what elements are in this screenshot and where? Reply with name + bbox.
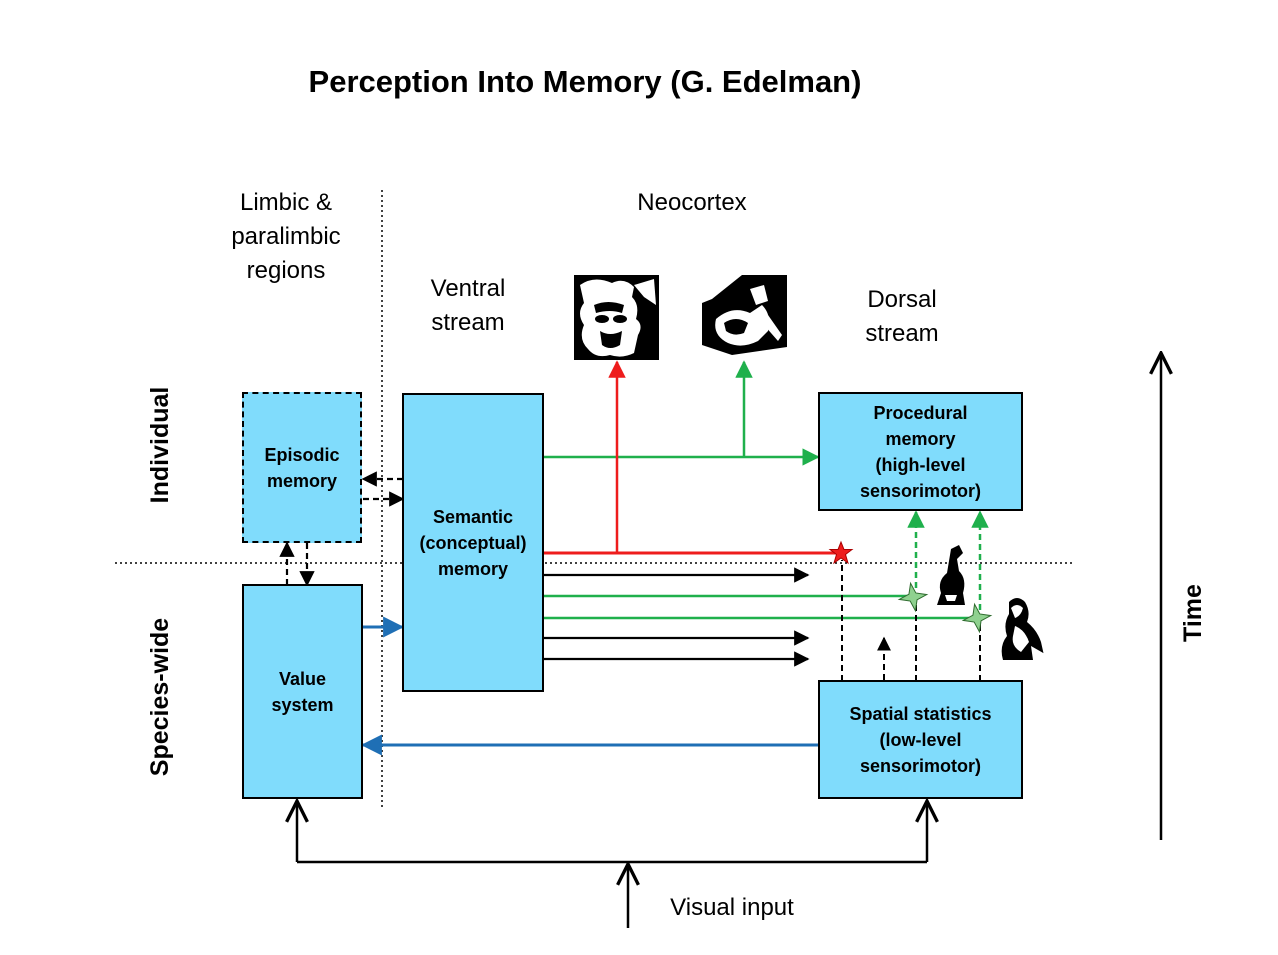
red-star-icon	[828, 540, 854, 565]
time-label: Time	[1179, 584, 1207, 642]
neocortex-label: Neocortex	[637, 189, 747, 216]
value-system-box: Value system	[242, 584, 363, 799]
procedural-memory-box: Procedural memory (high-level sensorimot…	[818, 392, 1023, 511]
face-photo-icon	[574, 275, 659, 360]
semantic-memory-box: Semantic (conceptual) memory	[402, 393, 544, 692]
dorsal-stream-label: Dorsal stream	[865, 286, 939, 347]
page-title: Perception Into Memory (G. Edelman)	[308, 64, 862, 99]
individual-label: Individual	[146, 386, 174, 504]
visual-input-label: Visual input	[670, 894, 794, 921]
green-star-icon-1	[897, 581, 929, 613]
scene-photo-icon	[702, 275, 787, 360]
species-wide-label: Species-wide	[146, 617, 174, 777]
limbic-region-label: Limbic & paralimbic regions	[231, 189, 341, 284]
figure-small-icon	[937, 545, 965, 605]
figure-large-icon	[1001, 598, 1045, 660]
spatial-statistics-box: Spatial statistics (low-level sensorimot…	[818, 680, 1023, 799]
green-star-icon-2	[961, 602, 993, 634]
ventral-stream-label: Ventral stream	[430, 275, 506, 336]
episodic-memory-box: Episodic memory	[242, 392, 362, 543]
